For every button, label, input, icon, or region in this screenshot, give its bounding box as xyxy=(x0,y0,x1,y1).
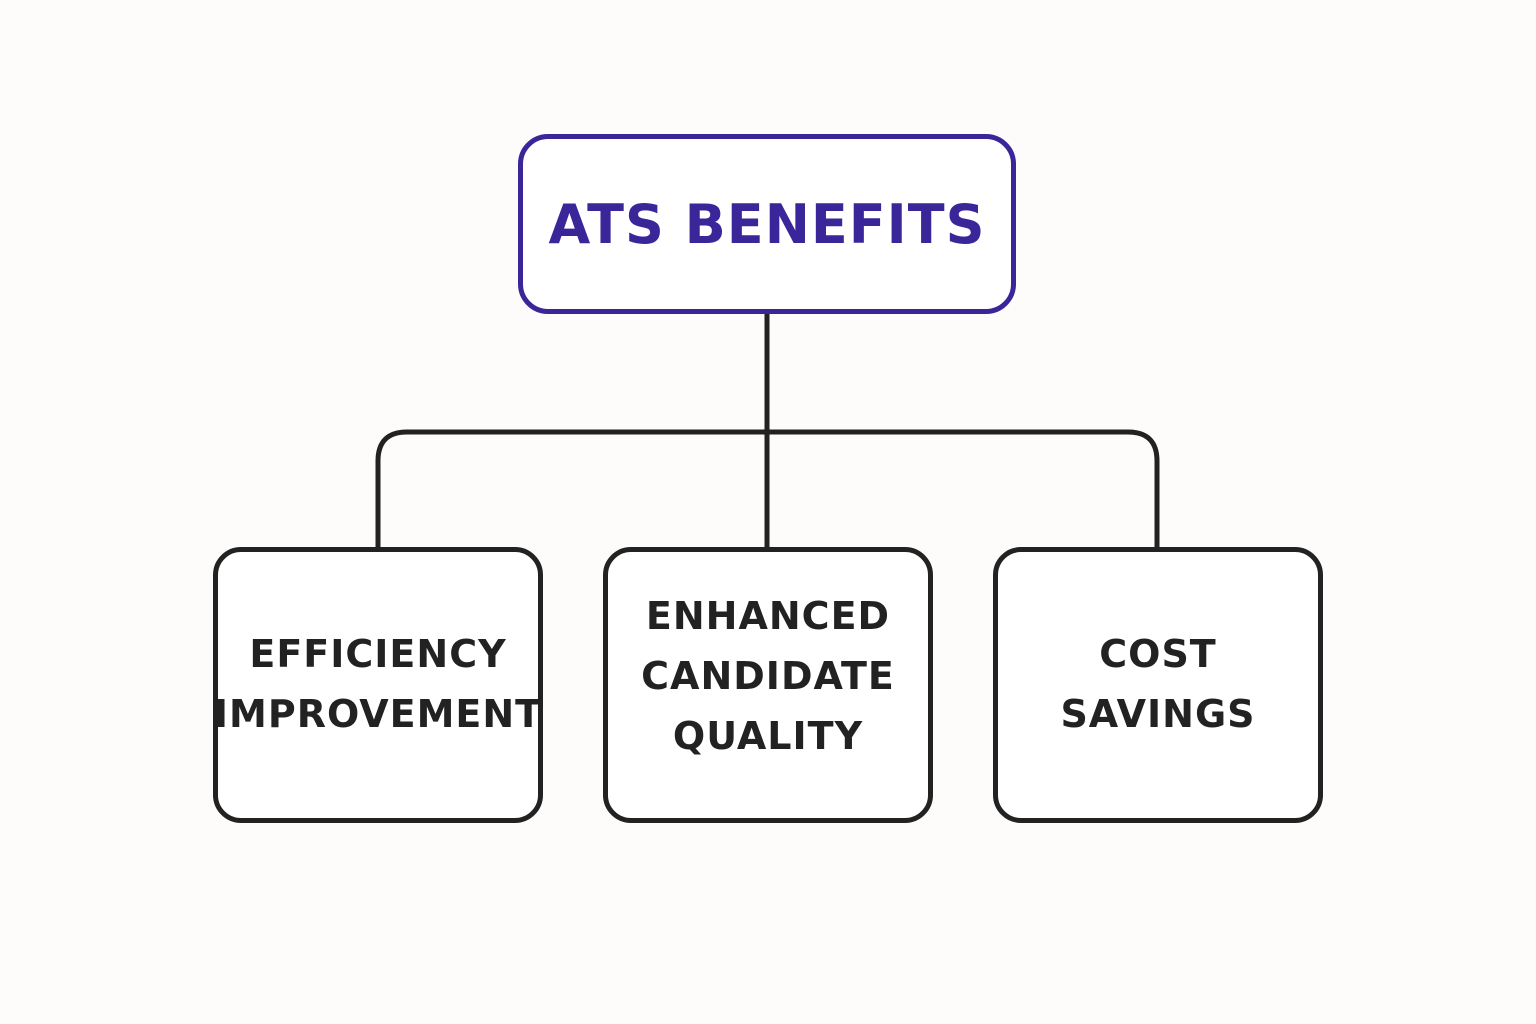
node-label-line: SAVINGS xyxy=(1060,692,1256,736)
node-cost-savings: COST SAVINGS xyxy=(993,547,1323,823)
node-label-line: IMPROVEMENT xyxy=(213,692,543,736)
node-efficiency-improvement: EFFICIENCY IMPROVEMENT xyxy=(213,547,543,823)
node-label-line: EFFICIENCY xyxy=(249,632,507,676)
node-label-line: ENHANCED xyxy=(645,594,891,638)
branch-connector xyxy=(375,429,1160,547)
root-node-label: ATS BENEFITS xyxy=(548,192,986,256)
node-label-line: COST xyxy=(1099,632,1217,676)
node-label-line: CANDIDATE xyxy=(641,654,895,698)
root-node-ats-benefits: ATS BENEFITS xyxy=(518,134,1016,314)
node-label-line: QUALITY xyxy=(672,714,864,758)
node-enhanced-candidate-quality: ENHANCED CANDIDATE QUALITY xyxy=(603,547,933,823)
